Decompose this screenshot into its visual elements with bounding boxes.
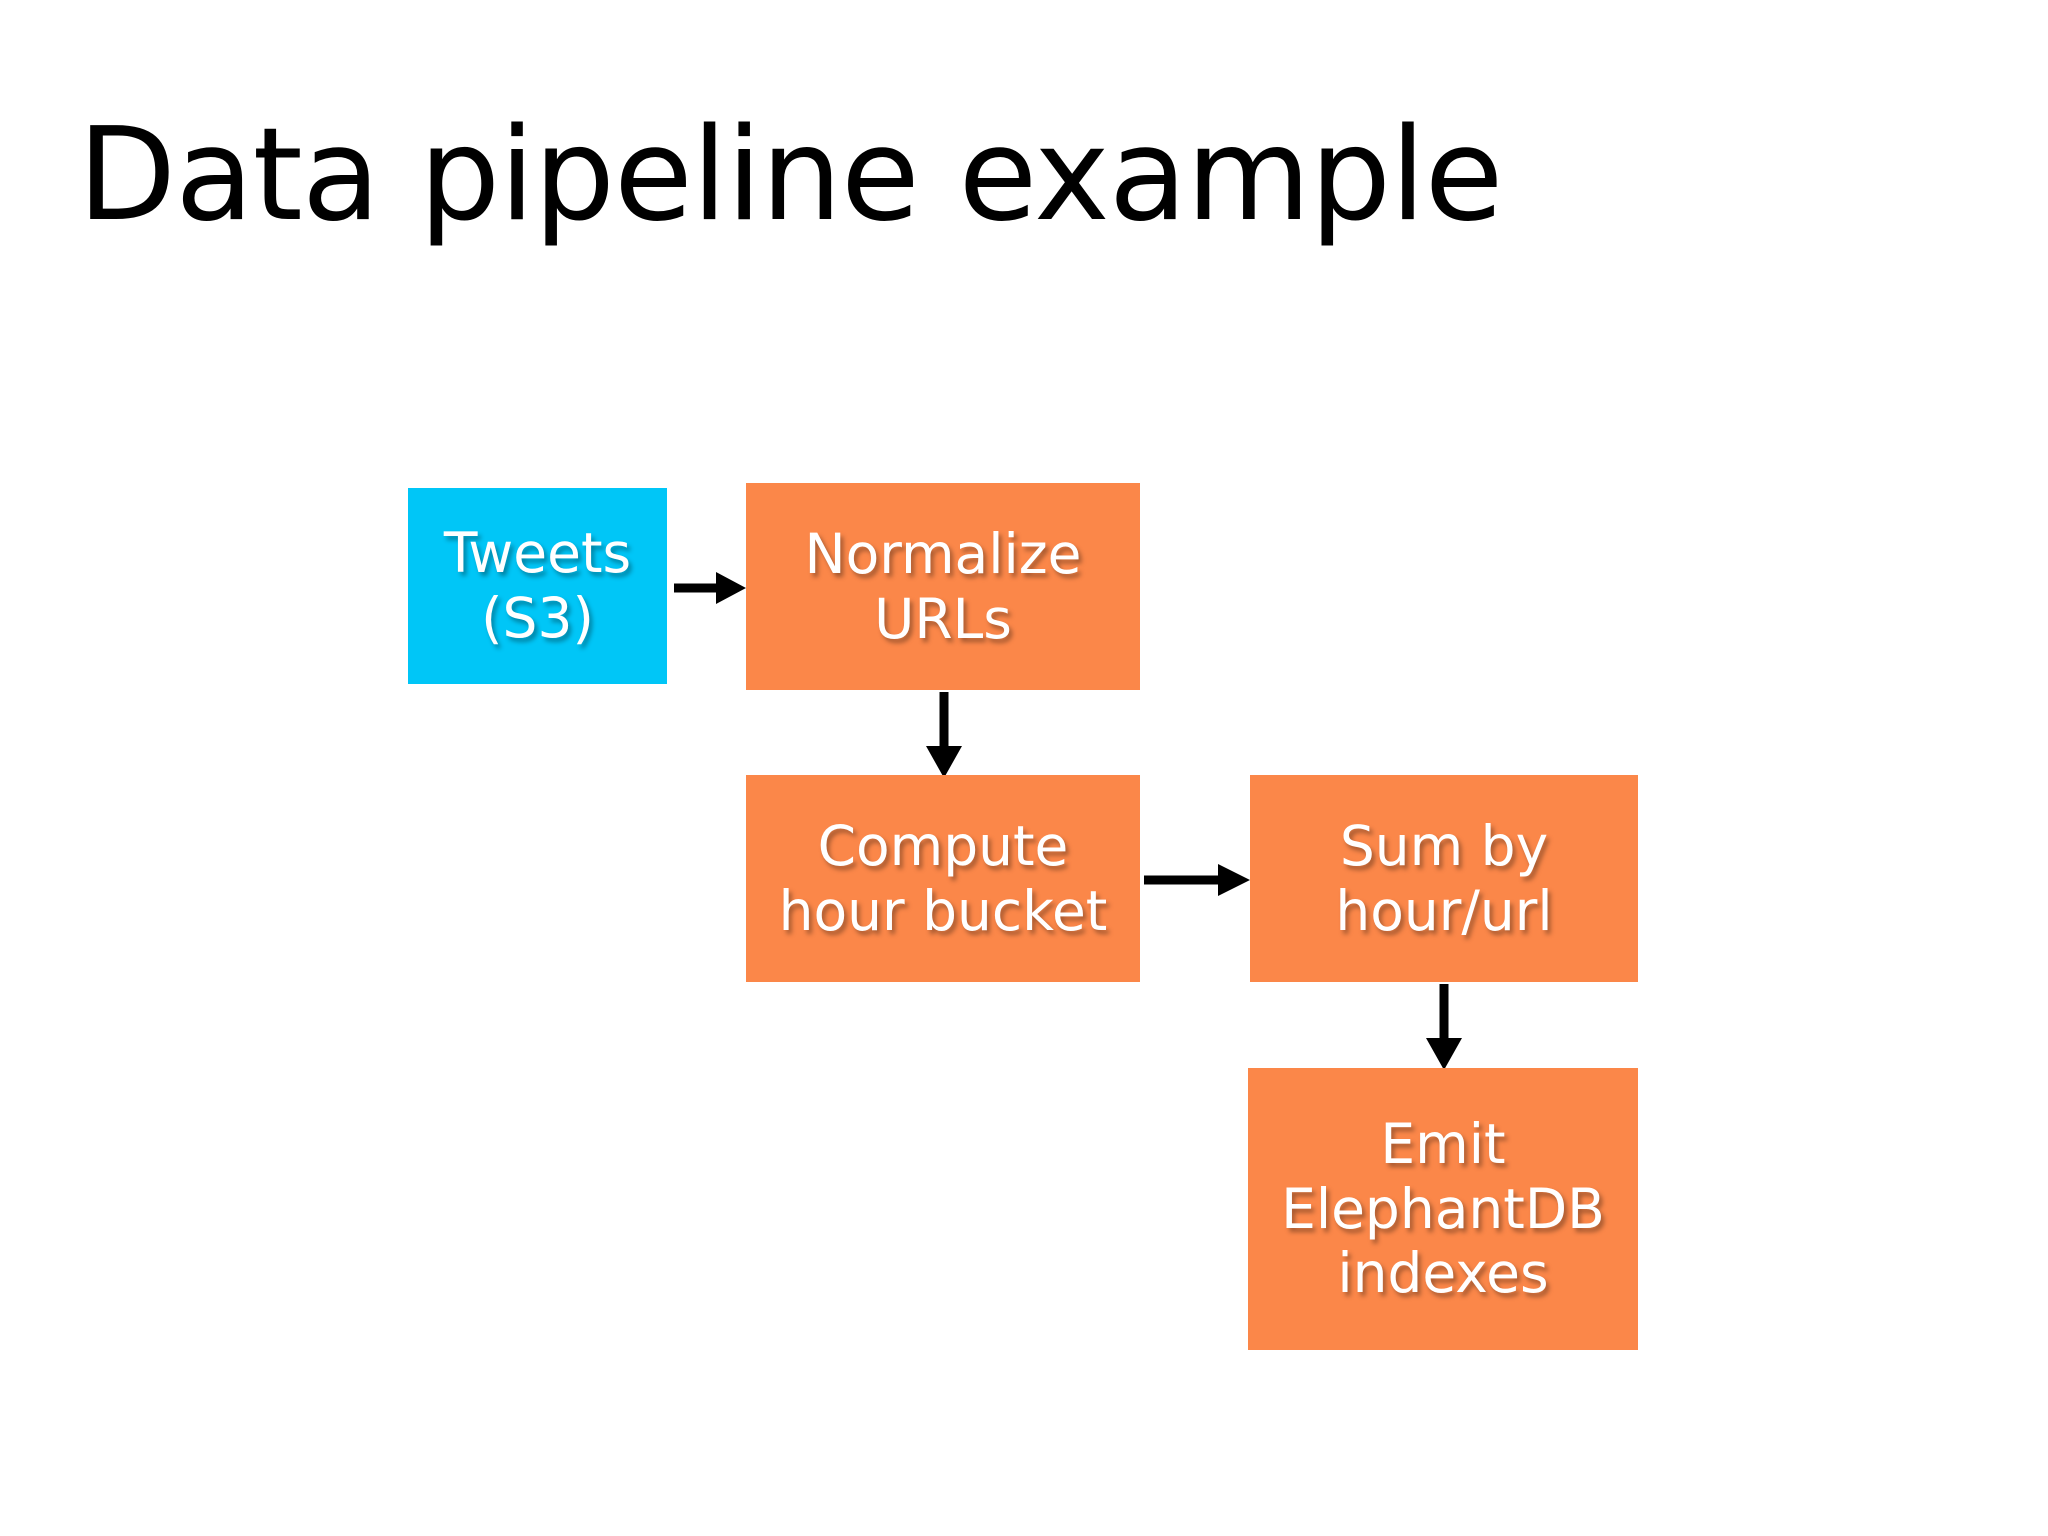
node-tweets-label: Tweets (S3) [443, 521, 632, 650]
node-emit-elephantdb-indexes-label: Emit ElephantDB indexes [1281, 1111, 1605, 1306]
arrow-normalize-to-compute-icon [920, 690, 968, 778]
arrow-compute-to-sum-icon [1142, 858, 1250, 902]
arrow-tweets-to-normalize-icon [672, 566, 746, 610]
node-sum-by-hour-url-label: Sum by hour/url [1335, 813, 1553, 943]
node-tweets[interactable]: Tweets (S3) [408, 488, 667, 684]
node-compute-hour-bucket[interactable]: Compute hour bucket [746, 775, 1140, 982]
node-emit-elephantdb-indexes[interactable]: Emit ElephantDB indexes [1248, 1068, 1638, 1350]
node-compute-hour-bucket-label: Compute hour bucket [778, 813, 1108, 943]
node-normalize-urls[interactable]: Normalize URLs [746, 483, 1140, 690]
node-normalize-urls-label: Normalize URLs [804, 521, 1082, 651]
arrow-sum-to-emit-icon [1420, 982, 1468, 1070]
node-sum-by-hour-url[interactable]: Sum by hour/url [1250, 775, 1638, 982]
page-title: Data pipeline example [77, 101, 1504, 250]
